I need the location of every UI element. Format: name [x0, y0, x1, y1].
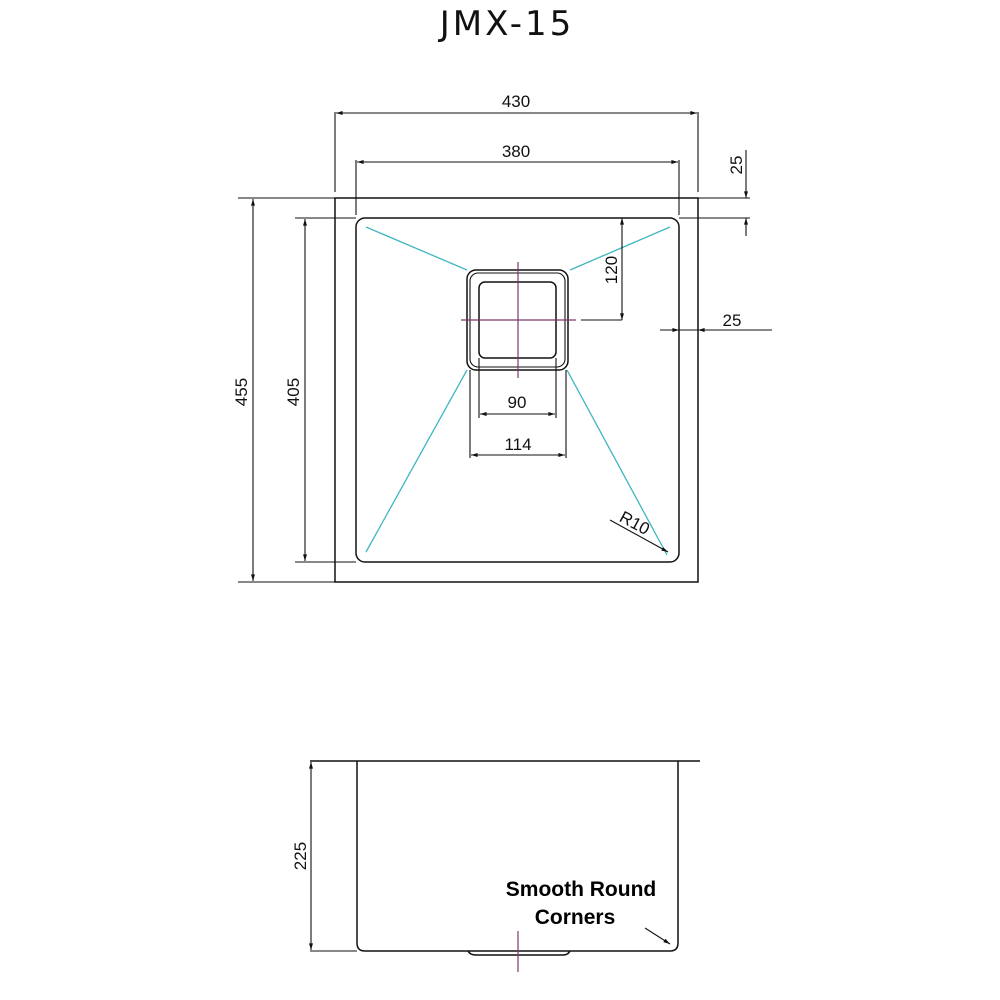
dim-drain-offset: 120 — [602, 256, 621, 284]
model-title: JMX-15 — [438, 4, 575, 44]
dim-drain-inner: 90 — [508, 393, 527, 412]
side-view: 225 Smooth Round Corners — [291, 760, 700, 972]
dim-bowl-width: 380 — [502, 142, 530, 161]
outer-flange-outline — [334, 197, 699, 583]
dim-flange-top: 25 — [727, 156, 746, 175]
dim-overall-depth: 455 — [232, 378, 251, 406]
dim-overall-width: 430 — [502, 92, 530, 111]
top-view: 430 380 25 455 405 25 12 — [232, 92, 772, 583]
dim-drain-outer: 114 — [504, 435, 531, 454]
bowl-outline — [355, 217, 680, 563]
note-line-1: Smooth Round — [506, 878, 656, 901]
dim-bowl-height: 225 — [291, 842, 310, 870]
dim-bowl-depth: 405 — [284, 378, 303, 406]
dim-flange-side: 25 — [723, 311, 742, 330]
note-line-2: Corners — [535, 906, 616, 929]
